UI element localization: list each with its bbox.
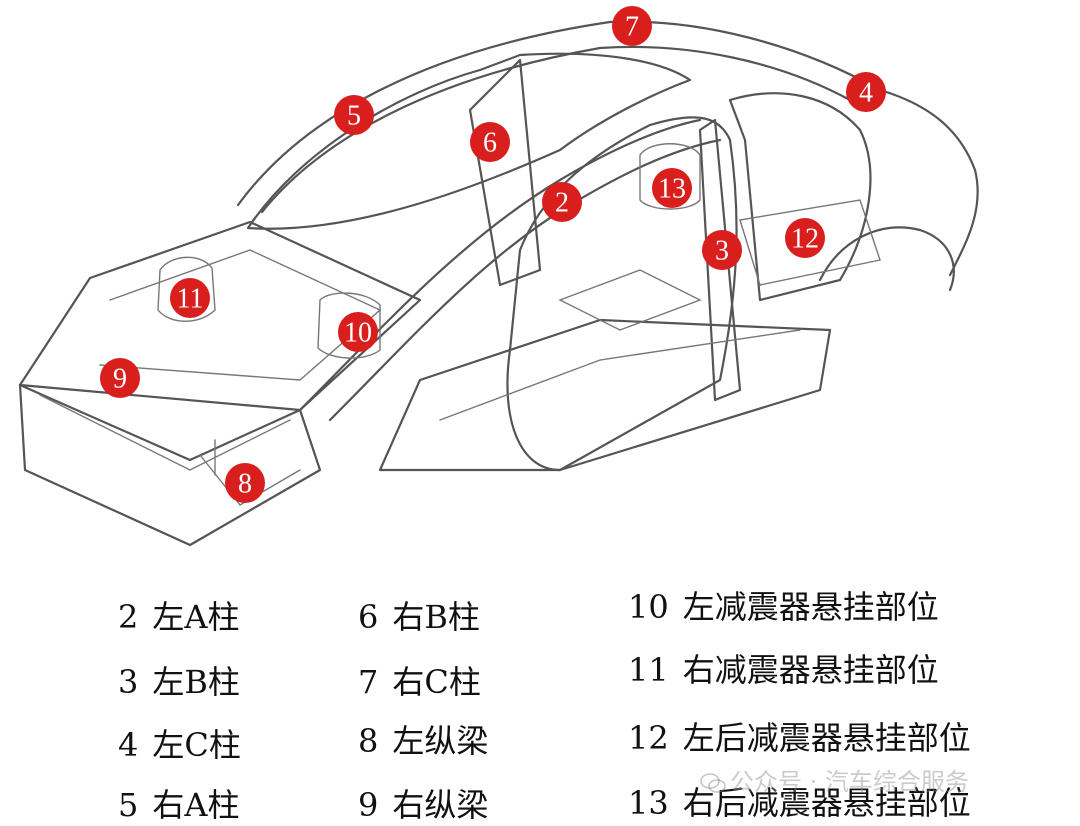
legend-text: 右后减震器悬挂部位 bbox=[682, 784, 971, 822]
legend-number: 13 bbox=[628, 784, 669, 822]
marker-7: 7 bbox=[612, 6, 652, 46]
legend-text: 左C柱 bbox=[152, 726, 241, 764]
legend-item-6: 6 右B柱 bbox=[358, 592, 480, 638]
legend-number: 10 bbox=[628, 588, 669, 626]
marker-2: 2 bbox=[542, 182, 582, 222]
legend-text: 右B柱 bbox=[392, 598, 480, 636]
legend-item-5: 5 右A柱 bbox=[118, 780, 239, 826]
legend-item-7: 7 右C柱 bbox=[358, 657, 481, 703]
legend-number: 12 bbox=[628, 719, 669, 757]
legend-number: 11 bbox=[628, 651, 669, 689]
marker-8: 8 bbox=[225, 463, 265, 503]
watermark-text: 公众号 · 汽车综合服务 bbox=[730, 768, 969, 796]
marker-10: 10 bbox=[338, 312, 378, 352]
legend-number: 3 bbox=[118, 663, 139, 701]
marker-3-label: 3 bbox=[715, 236, 729, 267]
marker-13: 13 bbox=[652, 168, 692, 208]
marker-6-label: 6 bbox=[483, 128, 497, 159]
legend-number: 5 bbox=[118, 786, 139, 824]
marker-7-label: 7 bbox=[625, 12, 639, 43]
marker-4-label: 4 bbox=[859, 78, 873, 109]
marker-6: 6 bbox=[470, 122, 510, 162]
legend-number: 6 bbox=[358, 598, 379, 636]
car-body-outline bbox=[18, 20, 979, 547]
legend-number: 7 bbox=[358, 663, 379, 701]
legend-text: 左后减震器悬挂部位 bbox=[682, 719, 971, 757]
legend-item-3: 3 左B柱 bbox=[118, 657, 240, 703]
marker-3: 3 bbox=[702, 230, 742, 270]
marker-13-label: 13 bbox=[658, 174, 686, 205]
car-body-diagram: 2 3 4 5 6 7 8 9 10 11 12 13 bbox=[18, 6, 979, 547]
watermark: 公众号 · 汽车综合服务 bbox=[700, 762, 969, 797]
marker-12-label: 12 bbox=[791, 224, 819, 255]
legend-number: 4 bbox=[118, 726, 139, 764]
marker-12: 12 bbox=[785, 218, 825, 258]
marker-9-label: 9 bbox=[113, 364, 127, 395]
marker-5-label: 5 bbox=[347, 101, 361, 132]
legend-number: 2 bbox=[118, 598, 139, 636]
legend-text: 右A柱 bbox=[152, 786, 240, 824]
legend-item-10: 10 左减震器悬挂部位 bbox=[628, 582, 939, 628]
marker-11-label: 11 bbox=[177, 284, 204, 315]
legend-text: 左纵梁 bbox=[392, 722, 489, 760]
legend-number: 8 bbox=[358, 722, 379, 760]
marker-11: 11 bbox=[170, 278, 210, 318]
legend-text: 右减震器悬挂部位 bbox=[682, 651, 939, 689]
legend-text: 左减震器悬挂部位 bbox=[682, 588, 939, 626]
marker-8-label: 8 bbox=[238, 469, 252, 500]
marker-2-label: 2 bbox=[555, 188, 569, 219]
wechat-icon bbox=[700, 773, 726, 793]
legend-number: 9 bbox=[358, 786, 379, 824]
legend-text: 左A柱 bbox=[152, 598, 240, 636]
legend-item-4: 4 左C柱 bbox=[118, 720, 241, 766]
legend-text: 左B柱 bbox=[152, 663, 240, 701]
legend-item-12: 12 左后减震器悬挂部位 bbox=[628, 713, 971, 759]
marker-9: 9 bbox=[100, 358, 140, 398]
legend-text: 右纵梁 bbox=[392, 786, 489, 824]
legend-item-11: 11 右减震器悬挂部位 bbox=[628, 645, 939, 691]
legend-item-8: 8 左纵梁 bbox=[358, 716, 488, 762]
marker-10-label: 10 bbox=[344, 318, 372, 349]
legend-item-9: 9 右纵梁 bbox=[358, 780, 488, 826]
legend-text: 右C柱 bbox=[392, 663, 481, 701]
marker-4: 4 bbox=[846, 72, 886, 112]
legend-item-13: 13 右后减震器悬挂部位 bbox=[628, 778, 971, 824]
marker-5: 5 bbox=[334, 95, 374, 135]
legend-item-2: 2 左A柱 bbox=[118, 592, 239, 638]
